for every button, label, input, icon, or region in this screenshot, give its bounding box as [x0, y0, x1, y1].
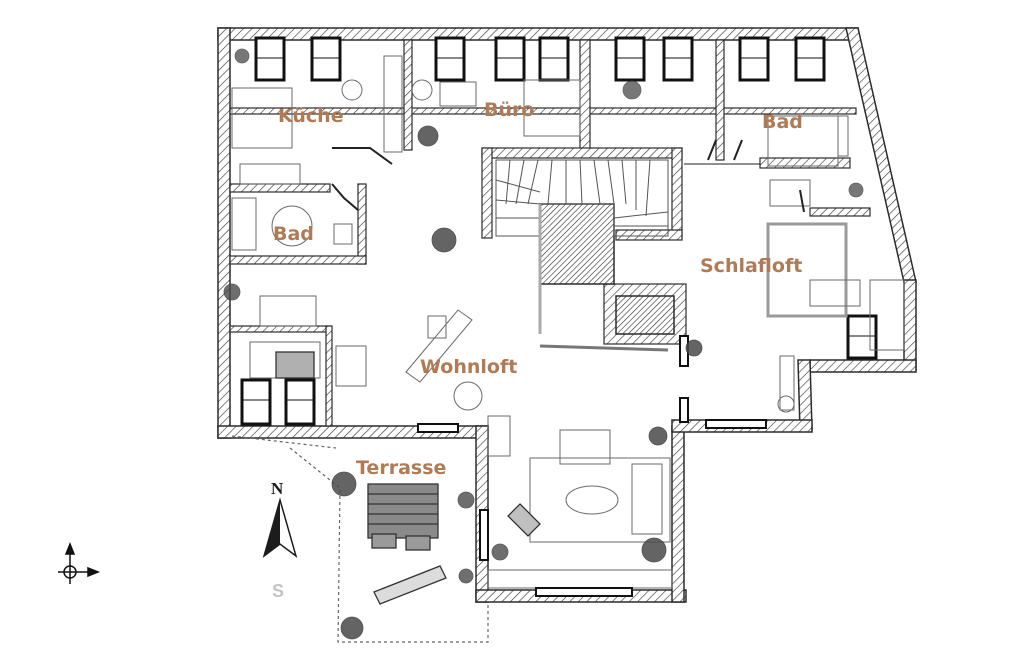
staircase	[495, 159, 669, 352]
room-label-kueche: Küche	[278, 105, 344, 127]
roof-windows	[240, 36, 878, 426]
room-label-wohnloft: Wohnloft	[420, 356, 517, 378]
compass-south-letter: S	[272, 581, 284, 601]
north-arrow: N S	[262, 479, 298, 601]
room-label-terrasse: Terrasse	[356, 457, 446, 479]
room-label-bad-left: Bad	[273, 223, 314, 245]
plants	[223, 48, 864, 640]
room-label-schlafloft: Schlafloft	[700, 255, 802, 277]
terrace-boundary	[231, 435, 489, 643]
room-label-bad-top-right: Bad	[762, 111, 803, 133]
furniture	[231, 55, 905, 589]
roof-window-sashes	[242, 57, 876, 401]
furniture-dark	[275, 351, 541, 605]
compass-north-letter: N	[271, 479, 284, 498]
stairwell-core	[539, 203, 675, 335]
doors	[331, 139, 805, 213]
room-label-buero: Büro	[484, 99, 534, 121]
crosshair-compass-icon	[58, 541, 101, 584]
